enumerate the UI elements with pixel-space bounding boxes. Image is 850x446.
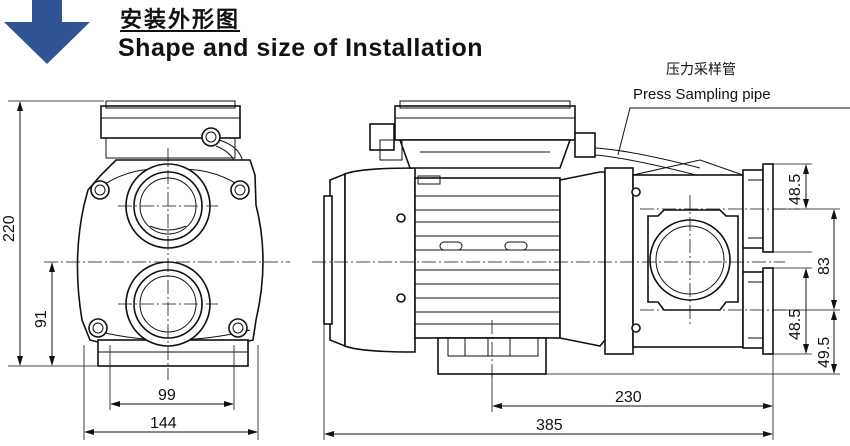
- side-dimensions: [323, 163, 840, 440]
- motor-fins: [415, 195, 560, 325]
- front-view: [44, 100, 290, 380]
- dim-flange-upper: 48.5: [787, 174, 804, 205]
- down-arrow-icon: [4, 0, 90, 64]
- dim-port-spacing: 83: [816, 257, 833, 275]
- dim-base-to-axis: 49.5: [816, 337, 833, 368]
- callout-label-en: Press Sampling pipe: [633, 86, 771, 103]
- dimension-labels: 220 91 99 144 230 385 48.5 83 48.5 49.5: [1, 174, 833, 434]
- dim-side-length-total: 385: [536, 417, 563, 434]
- callout-label-cn: 压力采样管: [666, 62, 736, 78]
- sampling-pipe-callout: 压力采样管 Press Sampling pipe: [617, 62, 850, 156]
- dim-front-width-inner: 99: [158, 387, 176, 404]
- title-english: Shape and size of Installation: [118, 34, 484, 62]
- side-view: [312, 100, 800, 380]
- dim-front-height-axis: 91: [33, 310, 50, 328]
- dim-side-length-partial: 230: [615, 389, 642, 406]
- front-dimensions: [8, 100, 259, 440]
- dim-front-width-total: 144: [150, 415, 177, 432]
- title-chinese: 安装外形图: [120, 8, 241, 33]
- dim-front-height-total: 220: [1, 215, 18, 242]
- dim-flange-lower: 48.5: [787, 309, 804, 340]
